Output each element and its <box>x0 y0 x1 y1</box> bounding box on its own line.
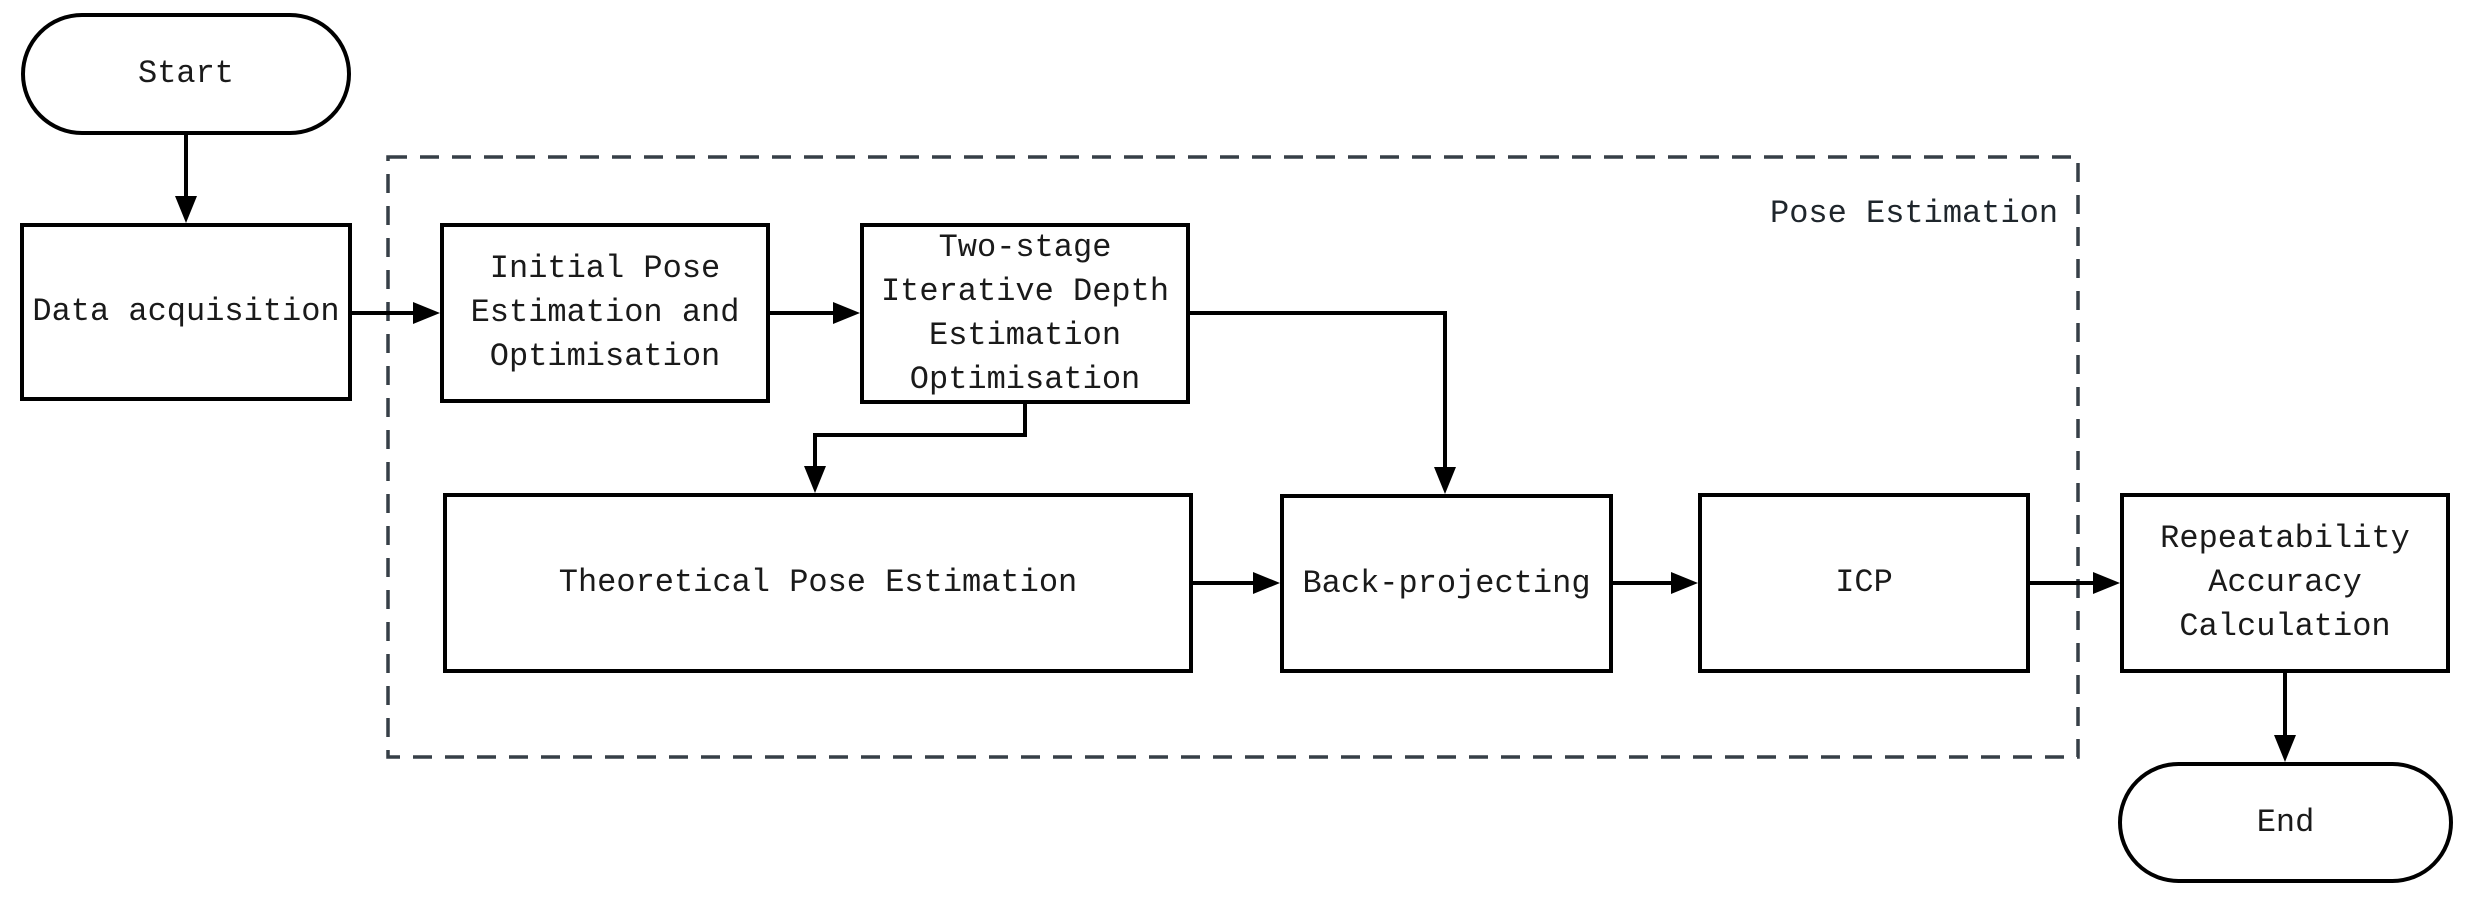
arrow-two-stage-to-back-projecting <box>1190 311 1447 469</box>
node-repeatability-accuracy-calculation: Repeatability Accuracy Calculation <box>2120 493 2450 673</box>
node-two-stage-depth-estimation-label: Two-stage Iterative Depth Estimation Opt… <box>880 228 1170 398</box>
node-theoretical-pose-estimation: Theoretical Pose Estimation <box>443 493 1193 673</box>
node-back-projecting-label: Back-projecting <box>1302 564 1591 602</box>
pose-estimation-dashed-container <box>386 155 2080 759</box>
pose-estimation-container-label: Pose Estimation <box>1770 195 2059 232</box>
arrowhead-two-stage-to-back-projecting <box>1434 467 1456 494</box>
arrowhead-start-to-data-acquisition <box>175 196 197 223</box>
node-theoretical-pose-estimation-label: Theoretical Pose Estimation <box>558 564 1078 601</box>
node-data-acquisition-label: Data acquisition <box>32 293 340 330</box>
node-end-label: End <box>2256 803 2315 841</box>
node-initial-pose-estimation: Initial Pose Estimation and Optimisation <box>440 223 770 403</box>
arrowhead-icp-to-repeatability <box>2093 572 2120 594</box>
node-two-stage-depth-estimation: Two-stage Iterative Depth Estimation Opt… <box>860 223 1190 404</box>
node-start-label: Start <box>137 55 234 92</box>
node-back-projecting: Back-projecting <box>1280 494 1613 673</box>
node-start: Start <box>21 13 351 135</box>
arrowhead-data-acquisition-to-initial-pose <box>413 302 440 324</box>
node-icp-label: ICP <box>1835 564 1893 601</box>
node-initial-pose-estimation-label: Initial Pose Estimation and Optimisation <box>470 250 740 375</box>
arrowhead-theoretical-to-back-projecting <box>1253 572 1280 594</box>
node-end: End <box>2118 762 2453 883</box>
node-data-acquisition: Data acquisition <box>20 223 352 401</box>
arrowhead-two-stage-to-theoretical <box>804 466 826 493</box>
arrow-two-stage-to-theoretical <box>813 404 1027 468</box>
node-repeatability-accuracy-calculation-label: Repeatability Accuracy Calculation <box>2160 520 2410 645</box>
arrowhead-back-projecting-to-icp <box>1671 572 1698 594</box>
node-icp: ICP <box>1698 493 2030 673</box>
arrowhead-repeatability-to-end <box>2274 735 2296 762</box>
arrowhead-initial-pose-to-two-stage <box>833 302 860 324</box>
